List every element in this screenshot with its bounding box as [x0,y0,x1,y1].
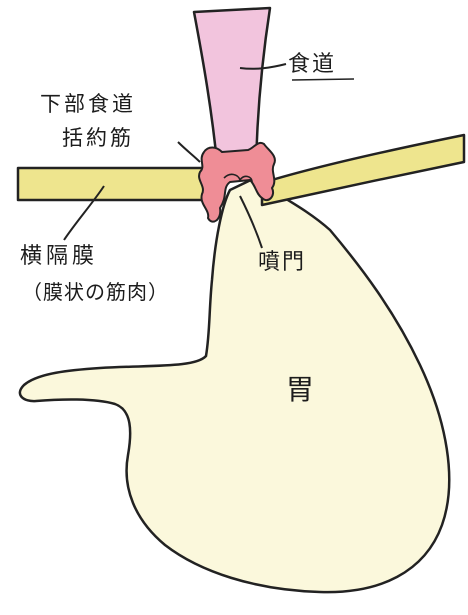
stomach-shape [20,178,449,592]
diaphragm-label-line2: （膜状の筋肉） [22,282,169,302]
esophagus-label: 食道 [288,54,336,76]
cardia-label: 噴門 [258,252,306,274]
esophagus-label-underline [292,79,354,80]
diaphragm-label-line1: 横隔膜 [20,246,98,268]
sphincter-pointer [178,142,200,162]
lower-esophageal-sphincter-label-line1: 下部食道 [40,94,136,115]
lower-esophageal-sphincter-label-line2: 括約筋 [62,128,134,149]
stomach-label: 胃 [286,376,314,404]
